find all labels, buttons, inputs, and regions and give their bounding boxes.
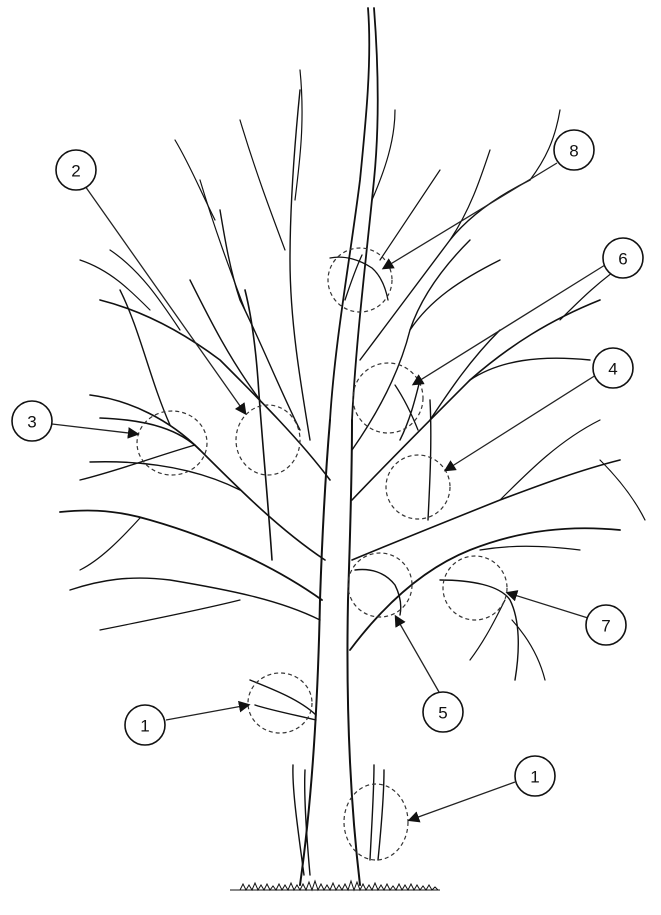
- callout-8-label: 8: [569, 142, 578, 161]
- callout-1a: 1: [125, 705, 165, 745]
- zone-7: [443, 556, 507, 620]
- zone-3: [137, 411, 207, 475]
- tree-trunk: [300, 8, 378, 885]
- callout-6-label: 6: [618, 250, 627, 269]
- left-branches: [60, 70, 330, 630]
- callout-4-label: 4: [608, 360, 617, 379]
- callout-5-label: 5: [438, 704, 447, 723]
- leader-6: [414, 265, 605, 384]
- callout-1a-label: 1: [140, 717, 149, 736]
- right-branches: [330, 110, 645, 680]
- leader-1b: [410, 782, 515, 820]
- callout-8: 8: [554, 130, 594, 170]
- leader-4: [446, 375, 596, 470]
- leader-3: [52, 424, 137, 434]
- callout-7: 7: [586, 605, 626, 645]
- callout-2: 2: [56, 150, 96, 190]
- zone-1a: [248, 673, 312, 733]
- callout-3: 3: [12, 401, 52, 441]
- zone-2: [236, 405, 300, 475]
- zone-5: [348, 553, 412, 617]
- zone-6: [353, 363, 423, 433]
- callout-5: 5: [423, 692, 463, 732]
- callout-2-label: 2: [71, 162, 80, 181]
- callout-1b: 1: [515, 756, 555, 796]
- zone-4: [386, 455, 450, 519]
- callout-3-label: 3: [27, 413, 36, 432]
- callout-6: 6: [603, 238, 643, 278]
- leader-1a: [166, 705, 248, 720]
- callout-7-label: 7: [601, 617, 610, 636]
- callout-1b-label: 1: [530, 768, 539, 787]
- leader-7: [508, 593, 588, 618]
- leader-5: [396, 617, 439, 692]
- ground-grass: [230, 881, 440, 890]
- callout-4: 4: [593, 348, 633, 388]
